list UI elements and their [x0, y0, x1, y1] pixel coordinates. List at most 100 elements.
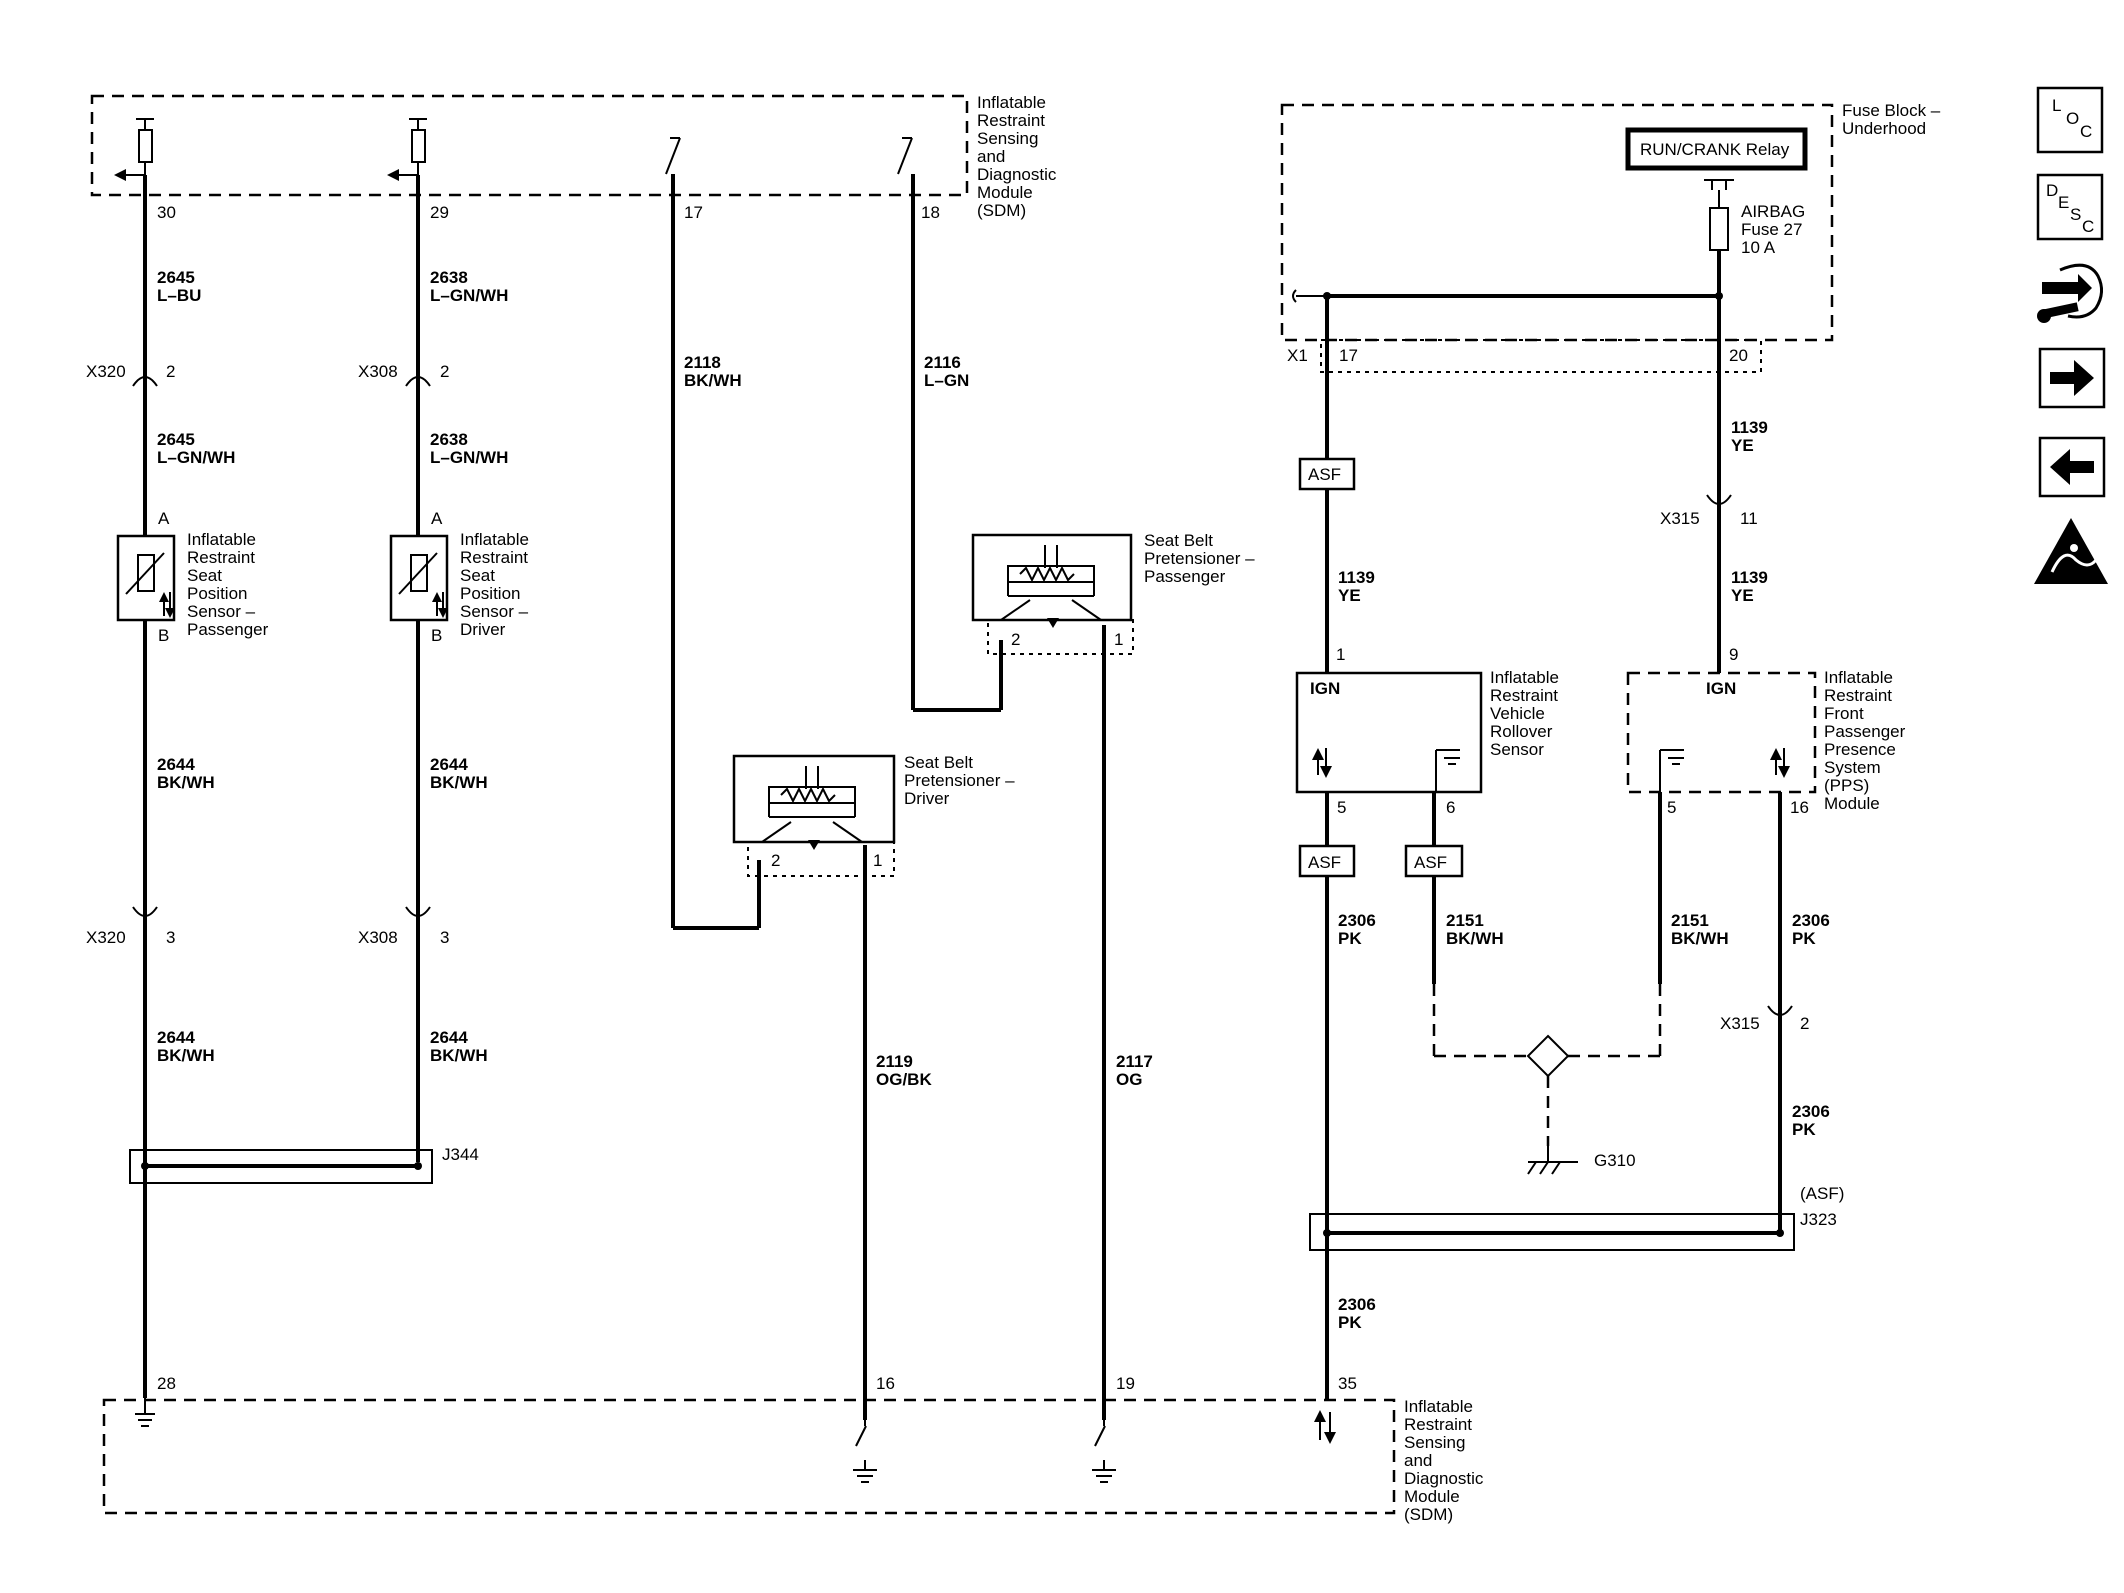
- pin-sdm-17: 17: [684, 203, 703, 222]
- connector-x308-bottom: X308: [358, 928, 398, 947]
- desc-icon-s: S: [2070, 205, 2081, 224]
- circuit-1139-pps: [1706, 296, 1732, 673]
- pin-pps-9: 9: [1729, 645, 1738, 664]
- desc-icon-d: D: [2046, 181, 2058, 200]
- circuit-1139-rollover: [1298, 296, 1356, 673]
- loc-icon-o: O: [2066, 109, 2079, 128]
- label-line: Module: [977, 183, 1033, 202]
- circuit-2118: [671, 174, 761, 930]
- label-line: Inflatable: [977, 93, 1046, 112]
- asf-label-1: ASF: [1308, 465, 1341, 484]
- label-line: Restraint: [977, 111, 1045, 130]
- label-line: Sensor: [1490, 740, 1544, 759]
- pin-sdm-28: 28: [157, 1374, 176, 1393]
- pin-pret-drv-1: 1: [873, 851, 882, 870]
- circuit-seat-position-driver: [389, 175, 449, 1162]
- label-line: System: [1824, 758, 1881, 777]
- pin-x1-17: 17: [1339, 346, 1358, 365]
- pps-module: [1626, 671, 1817, 794]
- label-line: Sensing: [977, 129, 1038, 148]
- circuit-2116: [911, 174, 1003, 712]
- pin-sensor-pass-b: B: [158, 626, 169, 645]
- wire-1139-color-a: YE: [1338, 586, 1361, 605]
- label-line: Sensor –: [187, 602, 256, 621]
- label-line: Presence: [1824, 740, 1896, 759]
- label-line: (SDM): [1404, 1505, 1453, 1524]
- fuse-block-underhood: [1280, 103, 1834, 373]
- wire-2306-color-c: PK: [1792, 1120, 1816, 1139]
- wire-2645-number-a: 2645: [157, 268, 195, 287]
- wire-2644-number-a: 2644: [157, 755, 195, 774]
- label-line: and: [977, 147, 1005, 166]
- label-line: Driver: [460, 620, 506, 639]
- splice-j323-label: J323: [1800, 1210, 1837, 1229]
- loc-button[interactable]: L O C: [2036, 86, 2104, 154]
- wire-1139-number-c: 1139: [1731, 568, 1768, 587]
- wire-2151-number-b: 2151: [1671, 911, 1709, 930]
- pin-pps-16: 16: [1790, 798, 1809, 817]
- relay-label: RUN/CRANK Relay: [1640, 140, 1790, 159]
- wire-2117-color: OG: [1116, 1070, 1142, 1089]
- label-line: (PPS): [1824, 776, 1869, 795]
- back-button[interactable]: [2038, 436, 2106, 498]
- pin-sdm-35: 35: [1338, 1374, 1357, 1393]
- wire-1139-number-b: 1139: [1731, 418, 1768, 437]
- connector-x315-bottom: X315: [1720, 1014, 1760, 1033]
- label-line: Inflatable: [460, 530, 529, 549]
- wire-2638-number-a: 2638: [430, 268, 468, 287]
- wire-2151-color-b: BK/WH: [1671, 929, 1729, 948]
- wire-2644-color-a: BK/WH: [157, 773, 215, 792]
- label-line: Passenger: [1144, 567, 1226, 586]
- label-line: Restraint: [1490, 686, 1558, 705]
- label-line: Sensing: [1404, 1433, 1465, 1452]
- circuit-2119-2117: [863, 625, 1106, 1420]
- wire-2306-number-c: 2306: [1792, 1102, 1830, 1121]
- pin-sdm-18: 18: [921, 203, 940, 222]
- label-line: Seat: [187, 566, 222, 585]
- splice-j344: [129, 1149, 433, 1184]
- wire-2645-number-b: 2645: [157, 430, 195, 449]
- wire-2638-color-b: L–GN/WH: [430, 448, 508, 467]
- sdm-bottom-module: [102, 1398, 1396, 1515]
- label-line: Restraint: [1404, 1415, 1472, 1434]
- connector-wrench-icon[interactable]: [2037, 263, 2103, 323]
- label-line: Rollover: [1490, 722, 1553, 741]
- label-line: Position: [187, 584, 247, 603]
- next-button[interactable]: [2038, 347, 2106, 409]
- fuse-block-label: Fuse Block –Underhood: [1842, 101, 1941, 138]
- wire-2644-color-d: BK/WH: [430, 1046, 488, 1065]
- wire-2638-color-a: L–GN/WH: [430, 286, 508, 305]
- warning-icon[interactable]: [2034, 518, 2108, 584]
- label-line: Fuse 27: [1741, 220, 1802, 239]
- label-line: Front: [1824, 704, 1864, 723]
- connector-x320-bottom: X320: [86, 928, 126, 947]
- wire-2645-color-a: L–BU: [157, 286, 201, 305]
- connector-x315-top: X315: [1660, 509, 1700, 528]
- pin-x1-20: 20: [1729, 346, 1748, 365]
- label-line: Fuse Block –: [1842, 101, 1941, 120]
- wire-2116-number: 2116: [924, 353, 961, 372]
- asf-label-2: ASF: [1308, 853, 1341, 872]
- pin-pret-drv-2: 2: [771, 851, 780, 870]
- label-line: Inflatable: [1404, 1397, 1473, 1416]
- connector-x1: X1: [1287, 346, 1308, 365]
- connector-x308-bottom-pin: 3: [440, 928, 449, 947]
- circuit-2306-2151: [1298, 792, 1793, 1400]
- label-line: Inflatable: [187, 530, 256, 549]
- wire-2306-color-a: PK: [1338, 929, 1362, 948]
- wire-2117-number: 2117: [1116, 1052, 1153, 1071]
- desc-button[interactable]: D E S C: [2036, 173, 2104, 241]
- connector-x308-top: X308: [358, 362, 398, 381]
- wire-2151-number-a: 2151: [1446, 911, 1484, 930]
- wire-2644-number-c: 2644: [430, 755, 468, 774]
- wire-1139-color-c: YE: [1731, 586, 1754, 605]
